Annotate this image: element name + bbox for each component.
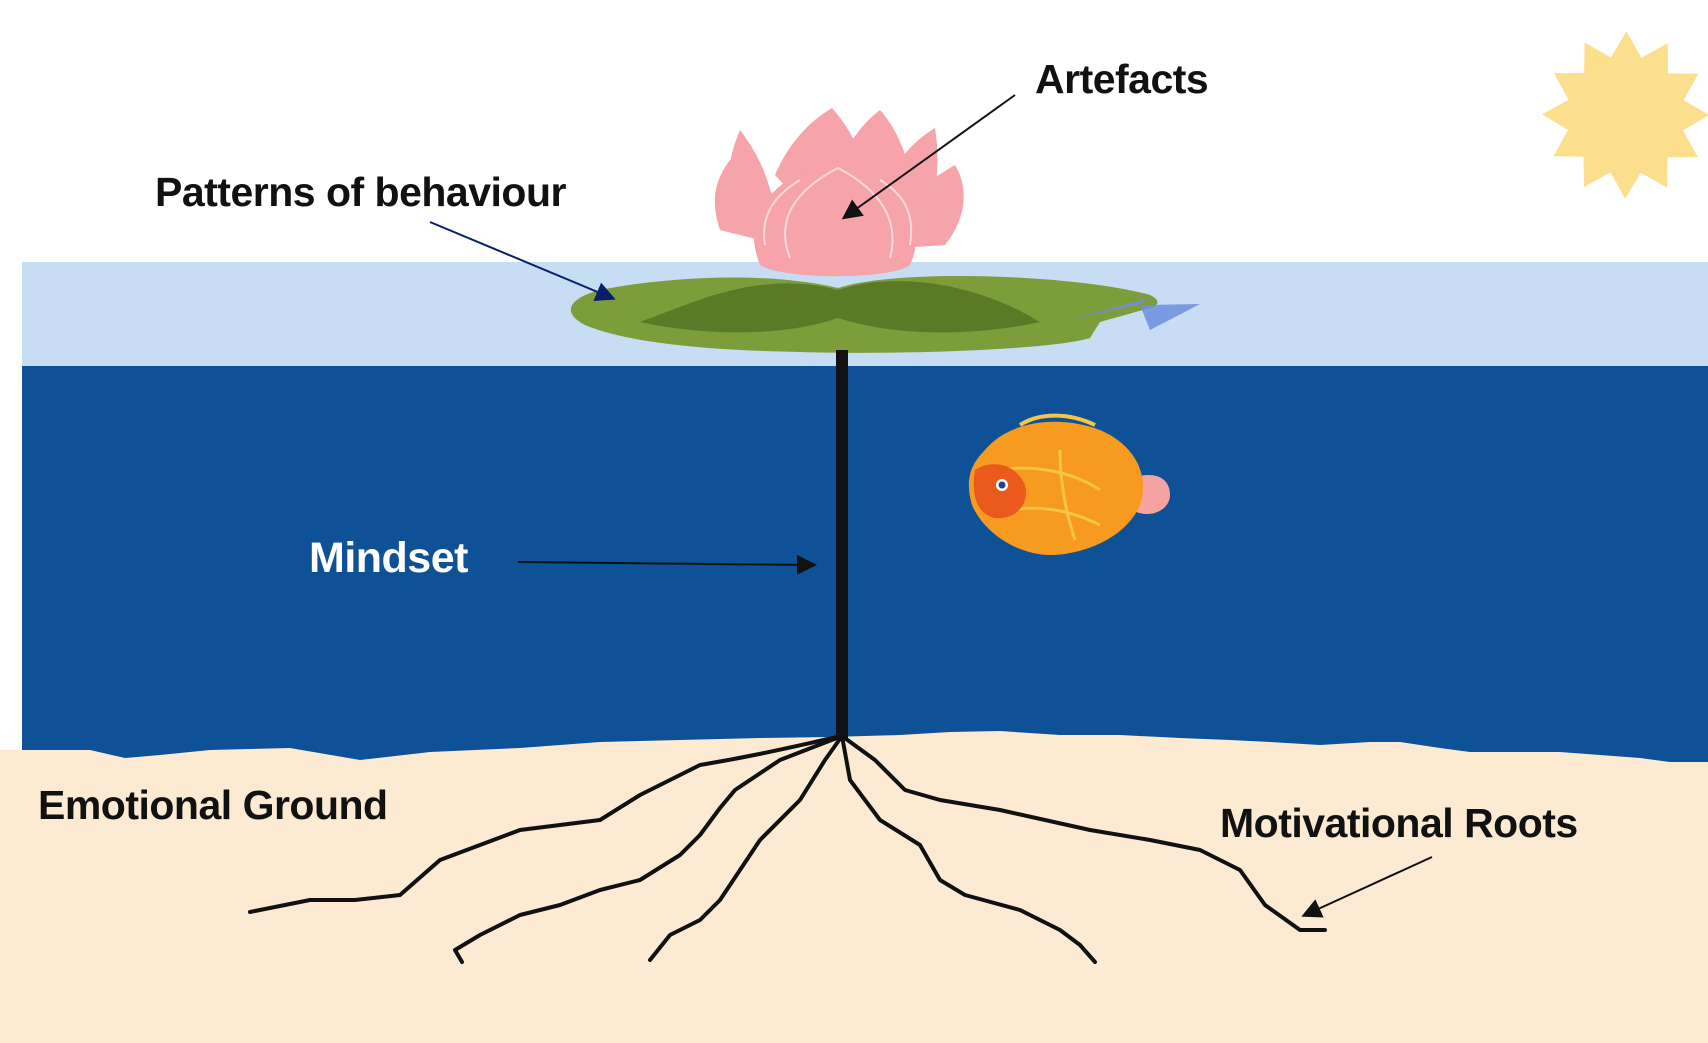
- deep-water: [22, 366, 1708, 786]
- emotional-ground-area: [0, 731, 1708, 1043]
- artefacts-label: Artefacts: [1035, 59, 1208, 100]
- motivational-roots-label: Motivational Roots: [1220, 803, 1578, 844]
- patterns-of-behaviour-label: Patterns of behaviour: [155, 172, 566, 213]
- sun-icon: [1542, 31, 1708, 199]
- lotus-flower-icon: [715, 108, 964, 276]
- mindset-label: Mindset: [309, 537, 468, 580]
- lotus-stem: [836, 350, 848, 738]
- emotional-ground-label: Emotional Ground: [38, 785, 388, 826]
